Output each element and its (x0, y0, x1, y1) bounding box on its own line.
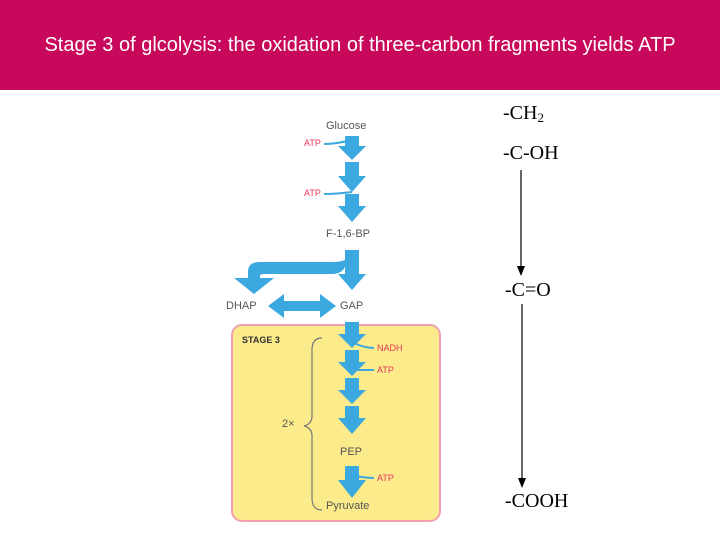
stage-3-box (231, 324, 441, 522)
branch-atp-4 (355, 475, 375, 479)
pyruvate-label: Pyruvate (326, 500, 370, 512)
double-arrow-shaft (282, 301, 322, 311)
title-bar: Stage 3 of glcolysis: the oxidation of t… (0, 0, 720, 90)
nadh-label: NADH (377, 343, 403, 353)
atp-label-1: ATP (304, 138, 321, 148)
double-arrow-left-head (268, 294, 284, 318)
arrow-head-2 (338, 176, 366, 192)
arrow-shaft-3 (345, 194, 359, 206)
arrow-s3-head-5 (338, 480, 366, 498)
curved-arrow-head-dhap (234, 278, 274, 294)
arrow-s3-shaft-4 (345, 406, 359, 418)
cooh-group: -COOH (505, 490, 569, 512)
branch-atp-1 (323, 139, 353, 145)
arrow-s3-shaft-3 (345, 378, 359, 390)
arrow-head-3 (338, 206, 366, 222)
ch2-subscript: 2 (537, 110, 544, 125)
ch2-group: -CH2 (503, 102, 544, 126)
slide-title: Stage 3 of glcolysis: the oxidation of t… (44, 34, 676, 56)
multiplier-label: 2× (282, 418, 295, 430)
arrow-head-chem-2 (518, 478, 526, 488)
dhap-label: DHAP (226, 300, 257, 312)
glycolysis-pathway-diagram: Glucose ATP ATP F-1,6-BP DHAP GAP STAGE … (220, 100, 450, 530)
multiplier-brace (303, 337, 323, 511)
arrow-s3-shaft-5 (345, 466, 359, 480)
gap-label: GAP (340, 300, 364, 312)
f16bp-label: F-1,6-BP (326, 228, 371, 240)
arrow-head-gap (338, 274, 366, 290)
atp-label-4: ATP (377, 473, 394, 483)
stage-3-label: STAGE 3 (242, 335, 280, 345)
curved-arrow-dhap (248, 250, 352, 280)
atp-label-2: ATP (304, 188, 321, 198)
c-oh-group: -C-OH (503, 142, 559, 164)
arrow-s3-shaft-2 (345, 350, 359, 362)
arrow-head-1 (338, 146, 366, 160)
arrow-s3-head-1 (338, 334, 366, 348)
pep-label: PEP (340, 446, 363, 458)
arrow-s3-head-4 (338, 418, 366, 434)
arrow-shaft-gap (345, 250, 359, 274)
atp-label-3: ATP (377, 365, 394, 375)
arrow-shaft-2 (345, 162, 359, 176)
c-o-group: -C=O (505, 279, 551, 301)
arrow-s3-shaft-1 (345, 322, 359, 334)
branch-nadh (355, 343, 375, 349)
branch-atp-2 (323, 191, 353, 195)
arrow-head-chem-1 (517, 266, 525, 276)
pathway-graphics (231, 136, 441, 522)
arrow-s3-head-2 (338, 362, 366, 376)
ch2-text: -CH (503, 102, 538, 124)
arrow-s3-head-3 (338, 390, 366, 404)
glucose-label: Glucose (326, 120, 367, 132)
double-arrow-right-head (320, 294, 336, 318)
